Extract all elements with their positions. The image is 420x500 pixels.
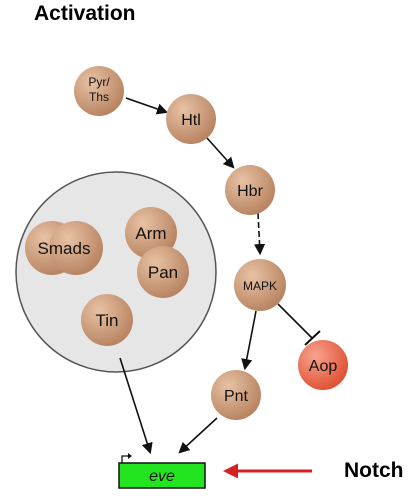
node-hbr-label: Hbr <box>237 183 263 200</box>
node-smads-label: Smads <box>38 239 91 258</box>
edge-htl-hbr <box>206 137 235 169</box>
node-htl: Htl <box>166 94 216 144</box>
node-aop: Aop <box>298 340 348 390</box>
node-htl-label: Htl <box>181 112 201 129</box>
node-pnt: Pnt <box>211 370 261 420</box>
edge-mapk-pnt <box>241 310 257 371</box>
node-aop-label: Aop <box>309 358 338 375</box>
gene-eve: eve <box>118 453 206 489</box>
notch-label: Notch <box>344 459 404 482</box>
node-tin-label: Tin <box>96 311 119 330</box>
edge-aop-inhibition-bar <box>304 330 321 346</box>
node-smads: Smads <box>25 221 103 275</box>
node-pyr-ths-label-1: Pyr/ <box>88 75 110 89</box>
node-pan-label: Pan <box>148 263 178 282</box>
node-mapk-label: MAPK <box>243 279 277 293</box>
node-pnt-label: Pnt <box>224 388 249 405</box>
edge-hbr-mapk <box>253 212 266 256</box>
edge-pnt-eve <box>178 417 218 454</box>
edge-complex-eve <box>119 357 153 455</box>
node-pyr-ths: Pyr/ Ths <box>74 66 124 116</box>
edge-pyr-htl <box>125 97 169 115</box>
edge-mapk-aop <box>277 303 313 339</box>
node-pyr-ths-label-2: Ths <box>89 90 109 104</box>
diagram-title: Activation <box>34 2 136 25</box>
node-hbr: Hbr <box>225 165 275 215</box>
node-arm-label: Arm <box>135 224 166 243</box>
node-mapk: MAPK <box>234 259 286 311</box>
gene-eve-label: eve <box>149 468 175 485</box>
node-tin: Tin <box>81 294 133 346</box>
node-arm: Arm <box>125 207 177 259</box>
node-pan: Pan <box>137 246 189 298</box>
